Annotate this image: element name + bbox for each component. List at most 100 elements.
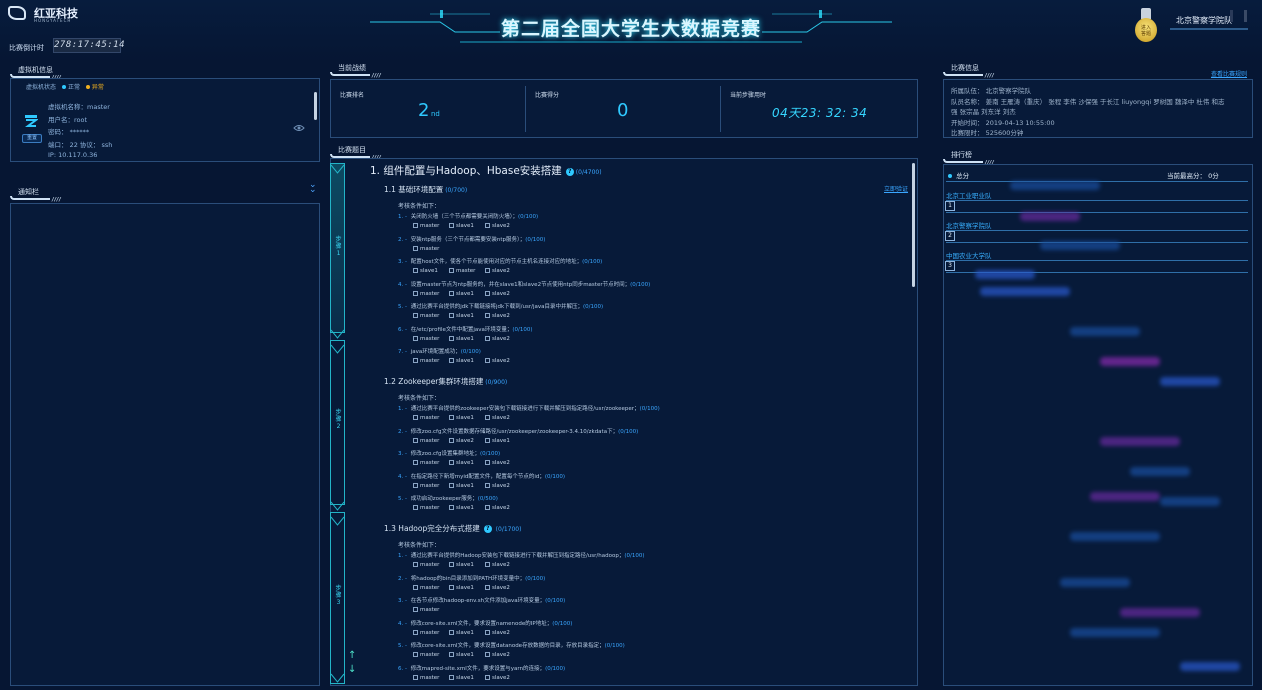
ranking-panel-header: 排行榜 ////: [943, 150, 1063, 166]
task-item-text: 通过比赛平台提供的zookeeper安装包下载链接进行下载并解压到指定路径/us…: [408, 406, 640, 412]
help-icon[interactable]: ?: [483, 525, 492, 533]
task-item: 1. - 通过比赛平台提供的zookeeper安装包下载链接进行下载并解压到指定…: [398, 404, 660, 412]
step-chevron-icon: [330, 501, 345, 511]
task-item-number: 1. -: [398, 553, 407, 559]
task-item: 6. - 修改mapred-site.xml文件，要求设置与yarn的连接；(0…: [398, 664, 565, 672]
node-icon: [485, 629, 490, 635]
vm-reset-button[interactable]: 重置: [22, 134, 42, 143]
node-icon: [413, 358, 418, 363]
task-item-number: 5. -: [398, 304, 407, 310]
step-chevron-icon: [330, 673, 345, 683]
vm-name: 虚拟机名称：master: [48, 103, 110, 111]
header-line: [943, 159, 983, 163]
blurred-bar: [1130, 467, 1190, 476]
vm-status-normal: 正常: [67, 84, 80, 91]
node-icon: [485, 584, 490, 590]
divider: [720, 86, 721, 132]
node-icon: [449, 584, 454, 590]
section-title: 1.2 Zookeeper集群环境搭建 (0/900): [384, 376, 507, 387]
blurred-bar: [975, 270, 1035, 279]
expand-chevron-icon[interactable]: ⌄⌄: [309, 180, 317, 195]
blurred-bar: [1070, 628, 1160, 637]
ranking-team-name[interactable]: 中国农业大学队: [946, 252, 992, 260]
blurred-bar: [1010, 181, 1100, 190]
notice-panel: [10, 203, 320, 686]
step-chevron-icon: [330, 344, 345, 354]
node-item: slave1: [449, 223, 485, 229]
task-item: 4. - 在指定路径下新增myid配置文件，配置每个节点的id；(0/100): [398, 472, 565, 480]
task-item-text: 成功启动zookeeper服务；: [408, 496, 478, 502]
blurred-bar: [1100, 437, 1180, 446]
task-item-text: 在指定路径下新增myid配置文件，配置每个节点的id；: [408, 473, 545, 480]
rank-value: 2: [418, 100, 430, 121]
node-item: slave1: [449, 562, 485, 568]
node-item: slave2: [485, 505, 521, 511]
node-icon: [449, 313, 454, 318]
task-item-number: 1. -: [398, 406, 407, 412]
scroll-down-arrow-icon[interactable]: ↓: [348, 664, 357, 675]
task-item-points: (0/100): [517, 214, 539, 220]
node-icon: [413, 584, 418, 590]
window-control[interactable]: [1230, 10, 1233, 22]
ranking-team-name[interactable]: 北京工业职业队: [946, 192, 992, 200]
task-item-text: 通过比赛平台提供的Hadoop安装包下载链接进行下载并解压到指定路径/usr/h…: [408, 553, 625, 559]
node-item: slave2: [485, 335, 521, 342]
blurred-bar: [1060, 578, 1130, 587]
task-item-number: 5. -: [398, 496, 407, 502]
node-item: master: [413, 415, 449, 421]
user-team-name[interactable]: 北京警察学院队: [1176, 16, 1232, 25]
section-points: (0/700): [443, 187, 468, 194]
ranking-team-name[interactable]: 北京警察学院队: [946, 222, 992, 230]
task-item: 3. - 修改zoo.cfg设置集群地址；(0/100): [398, 449, 500, 457]
window-control[interactable]: [1244, 10, 1247, 22]
time-cell: 当前步骤用时: [720, 80, 916, 138]
task-item-points: (0/100): [624, 553, 645, 559]
node-item: slave1: [449, 652, 485, 658]
task-item: 6. - 在/etc/profile文件中配置java环境变量；(0/100): [398, 325, 533, 333]
info-duration: 比赛限时： 525600分钟: [951, 129, 1024, 137]
tasks-panel-header: 比赛题目 ////: [330, 145, 450, 161]
header-dots: ////: [52, 197, 62, 203]
tasks-scrollbar[interactable]: [912, 163, 915, 287]
node-icon: [449, 460, 454, 465]
node-icon: [485, 290, 490, 296]
task-item: 5. - 通过比赛平台提供的jdk下载链接将jdk下载到/usr/java目录中…: [398, 302, 603, 310]
header-line: [10, 196, 50, 200]
node-item: slave1: [449, 460, 485, 466]
countdown-label: 比赛倒计时: [9, 44, 44, 52]
conditions-label: 考核条件如下：: [398, 395, 441, 402]
node-item: slave2: [485, 415, 521, 421]
step-chevron-icon: [330, 329, 345, 339]
node-item: master: [413, 629, 449, 636]
node-icon: [449, 358, 454, 363]
view-rules-link[interactable]: 查看比赛规则: [1211, 71, 1248, 78]
show-password-eye-icon[interactable]: [293, 124, 305, 132]
blurred-bar: [1120, 608, 1200, 617]
node-item: master: [413, 223, 449, 229]
node-icon: [449, 335, 454, 341]
conditions-label: 考核条件如下：: [398, 203, 441, 210]
task-item-points: (0/100): [479, 451, 501, 457]
vm-panel-scrollbar[interactable]: [314, 92, 317, 120]
enter-answer-button[interactable]: 进入 答题: [1133, 8, 1159, 48]
task-item-points: (0/100): [630, 281, 651, 288]
task-item: 3. - 配置host文件，使各个节点能使用对应的节点主机名连接对应的地址；(0…: [398, 257, 602, 265]
help-icon[interactable]: ?: [565, 168, 574, 176]
blurred-bar: [1160, 497, 1220, 506]
header-dots: ////: [985, 160, 995, 166]
node-icon: [413, 674, 418, 680]
vm-password: 密码： ******: [48, 128, 90, 136]
verify-now-link[interactable]: 立即验证: [884, 186, 909, 193]
task-item-text: 修改core-site.xml文件，要求设置datanode存放数据的目录，存放…: [408, 643, 605, 649]
node-icon: [413, 460, 418, 465]
task-item-points: (0/100): [512, 326, 533, 333]
scroll-up-arrow-icon[interactable]: ↑: [348, 650, 357, 661]
node-item: slave2: [485, 358, 521, 364]
task-item-number: 3. -: [398, 259, 407, 265]
